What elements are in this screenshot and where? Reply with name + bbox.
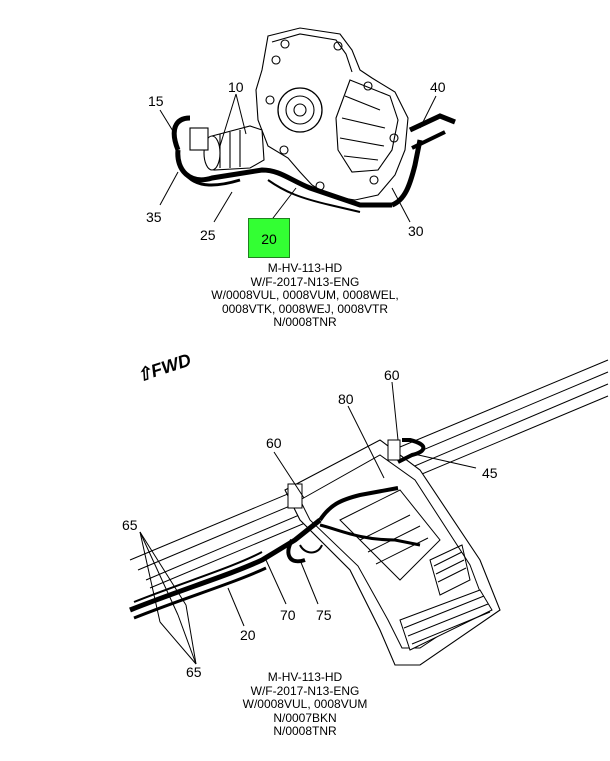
bottom-callouts: 60 80 60 45 65 70 75 20 65 [122, 367, 498, 680]
callout-45: 45 [482, 465, 498, 481]
top-leader-lines [159, 93, 437, 223]
caption-line: N/0008TNR [273, 315, 337, 329]
caption-line: W/F-2017-N13-ENG [250, 274, 360, 289]
callout-20-bottom: 20 [240, 627, 256, 643]
top-callouts: 10 15 35 25 30 40 [146, 79, 446, 243]
callout-70: 70 [280, 607, 296, 623]
caption-line: W/F-2017-N13-ENG [250, 683, 360, 698]
callout-30: 30 [408, 223, 424, 239]
highlighted-callout-20[interactable]: 20 [248, 218, 290, 258]
callout-65-lower: 65 [186, 664, 202, 680]
frame-rail-illustration [129, 359, 609, 666]
callout-35: 35 [146, 209, 162, 225]
bottom-leader-lines [139, 381, 477, 665]
caption-line: W/0008VUL, 0008VUM [242, 697, 368, 711]
callout-15: 15 [148, 93, 164, 109]
callout-60-upper: 60 [384, 367, 400, 383]
callout-10: 10 [228, 79, 244, 95]
callout-40: 40 [430, 79, 446, 95]
callout-25: 25 [200, 227, 216, 243]
caption-line: M-HV-113-HD [267, 670, 343, 684]
callout-80: 80 [338, 391, 354, 407]
callout-65-upper: 65 [122, 517, 138, 533]
caption-line: N/0008TNR [273, 724, 337, 738]
caption-line: 0008VTK, 0008WEJ, 0008VTR [221, 301, 389, 316]
caption-line: M-HV-113-HD [267, 261, 343, 275]
callout-60-lower: 60 [266, 435, 282, 451]
highlighted-callout-label: 20 [261, 231, 277, 247]
top-diagram-caption: M-HV-113-HD W/F-2017-N13-ENG W/0008VUL, … [150, 261, 460, 330]
bottom-diagram-caption: M-HV-113-HD W/F-2017-N13-ENG W/0008VUL, … [150, 670, 460, 739]
caption-line: W/0008VUL, 0008VUM, 0008WEL, [211, 288, 399, 302]
engine-housing-illustration [171, 27, 456, 213]
caption-line: N/0007BKN [273, 710, 337, 725]
callout-75: 75 [316, 607, 332, 623]
